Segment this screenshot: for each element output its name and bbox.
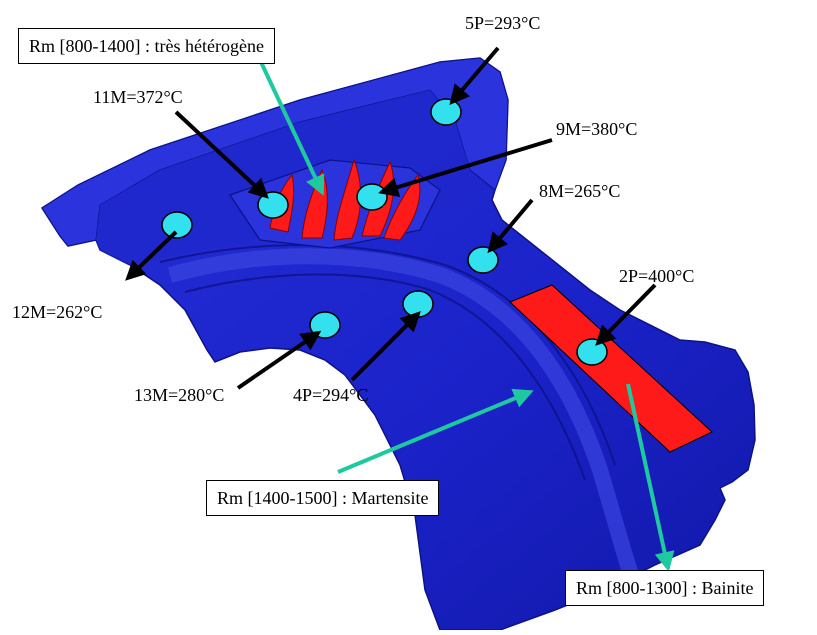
part-rib-edge xyxy=(159,244,616,466)
label-4p: 4P=294°C xyxy=(293,385,369,405)
label-2p: 2P=400°C xyxy=(619,266,695,286)
bainite-zone xyxy=(509,284,713,453)
probe-5p xyxy=(430,98,462,126)
probe-2p xyxy=(576,338,608,366)
part-rib-edge-2 xyxy=(184,273,586,481)
leader-2p xyxy=(595,283,657,346)
leader-11m xyxy=(174,110,269,199)
zone-arrows xyxy=(258,59,675,572)
leader-12m xyxy=(125,230,178,281)
zone-arrow-martensite xyxy=(337,388,534,474)
label-13m: 13M=280°C xyxy=(134,385,225,405)
probe-9m xyxy=(356,183,388,211)
zone-arrow-bainite xyxy=(626,383,675,572)
probe-leaders xyxy=(125,46,657,390)
label-11m: 11M=372°C xyxy=(93,87,183,107)
probe-12m xyxy=(161,211,193,239)
label-9m: 9M=380°C xyxy=(556,119,638,139)
leader-5p xyxy=(449,46,500,106)
label-bainite: Rm [800-1300] : Bainite xyxy=(565,570,765,606)
leader-13m xyxy=(236,330,322,390)
label-heterogeneous: Rm [800-1400] : très hétérogène xyxy=(18,28,275,64)
label-12m: 12M=262°C xyxy=(12,302,103,322)
leader-4p xyxy=(350,311,421,382)
part-rib xyxy=(167,248,648,603)
probe-8m xyxy=(467,246,499,274)
leader-8m xyxy=(487,198,534,254)
probe-4p xyxy=(402,290,434,318)
label-martensite: Rm [1400-1500] : Martensite xyxy=(206,480,440,516)
zone-arrow-heterogeneous xyxy=(258,59,325,196)
label-8m: 8M=265°C xyxy=(539,181,621,201)
label-5p: 5P=293°C xyxy=(465,13,541,33)
leader-9m xyxy=(378,138,553,197)
probe-11m xyxy=(257,191,289,219)
